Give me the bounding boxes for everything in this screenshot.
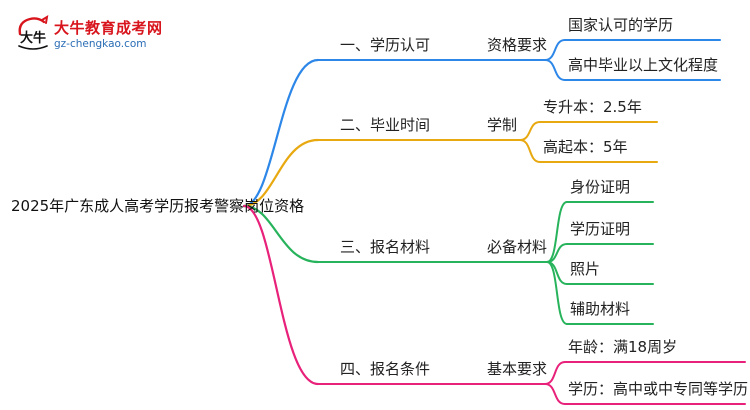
leaf-connector: [544, 39, 566, 61]
logo-url: gz-chengkao.com: [54, 38, 147, 50]
branch-label: 二、毕业时间: [340, 116, 431, 134]
leaf-label: 学历证明: [570, 220, 631, 238]
logo-mark-icon: 大牛: [18, 15, 49, 50]
branch-mid-label: 必备材料: [487, 238, 548, 256]
logo-mark-text: 大牛: [20, 30, 46, 46]
root-node-label: 2025年广东成人高考学历报考警察岗位资格: [11, 197, 305, 215]
leaf-connector: [519, 121, 541, 141]
branch-connector: [242, 204, 320, 264]
branch-label: 一、学历认可: [340, 36, 431, 54]
leaf-label: 国家认可的学历: [568, 16, 674, 34]
leaf-connector: [546, 201, 568, 263]
branch-connector: [242, 58, 320, 208]
leaf-label: 高中毕业以上文化程度: [568, 56, 719, 74]
leaf-connector: [544, 361, 566, 385]
branch-label: 四、报名条件: [340, 360, 431, 378]
branch-mid-label: 基本要求: [487, 360, 548, 378]
leaf-connector: [544, 59, 566, 81]
site-logo[interactable]: 大牛 大牛教育成考网 gz-chengkao.com: [14, 14, 174, 56]
leaf-label: 学历：高中或中专同等学历: [568, 380, 749, 398]
leaf-connector: [546, 261, 568, 285]
leaf-label: 专升本：2.5年: [543, 98, 642, 116]
branch-mid-label: 学制: [487, 116, 518, 134]
leaf-connector: [546, 261, 568, 325]
leaf-connector: [519, 139, 541, 163]
branch-connector: [242, 138, 320, 208]
leaf-label: 高起本：5年: [543, 138, 628, 156]
leaf-connector: [544, 383, 566, 405]
logo-title: 大牛教育成考网: [54, 19, 163, 37]
leaf-label: 照片: [570, 260, 601, 278]
branch-connector: [242, 204, 320, 386]
branch-label: 三、报名材料: [340, 238, 431, 256]
branch-mid-label: 资格要求: [487, 36, 548, 54]
leaf-label: 辅助材料: [570, 300, 631, 318]
leaf-label: 年龄：满18周岁: [568, 338, 678, 356]
leaf-label: 身份证明: [570, 178, 631, 196]
